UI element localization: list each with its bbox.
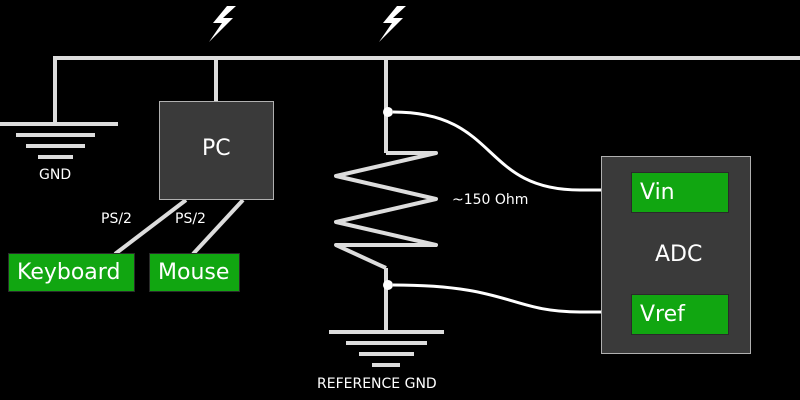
ground-symbol-icon	[329, 330, 444, 367]
adc-box: Vin ADC Vref	[601, 156, 751, 354]
keyboard-label: Keyboard	[8, 253, 135, 292]
adc-label: ADC	[655, 242, 703, 267]
lightning-icon	[379, 6, 406, 42]
vin-probe-wire	[392, 110, 610, 192]
ps2-left-label: PS/2	[101, 211, 132, 227]
ps2-keyboard-cable	[113, 198, 188, 256]
ps2-right-label: PS/2	[175, 211, 206, 227]
ps2-mouse-cable	[191, 198, 245, 256]
reference-gnd-label: REFERENCE GND	[317, 376, 437, 392]
vref-tap-node	[383, 280, 393, 290]
vref-label: Vref	[631, 294, 729, 335]
pc-label: PC	[202, 136, 231, 161]
vref-probe-wire	[392, 283, 610, 314]
gnd-label: GND	[39, 167, 72, 183]
vin-tap-node	[383, 107, 393, 117]
pc-box: PC	[159, 101, 274, 200]
resistor-icon	[334, 151, 438, 270]
vin-label: Vin	[631, 172, 729, 213]
mouse-label: Mouse	[149, 253, 240, 292]
resistor-value-label: ~150 Ohm	[452, 192, 529, 208]
ground-symbol-icon	[16, 133, 95, 159]
lightning-icon	[209, 6, 236, 42]
